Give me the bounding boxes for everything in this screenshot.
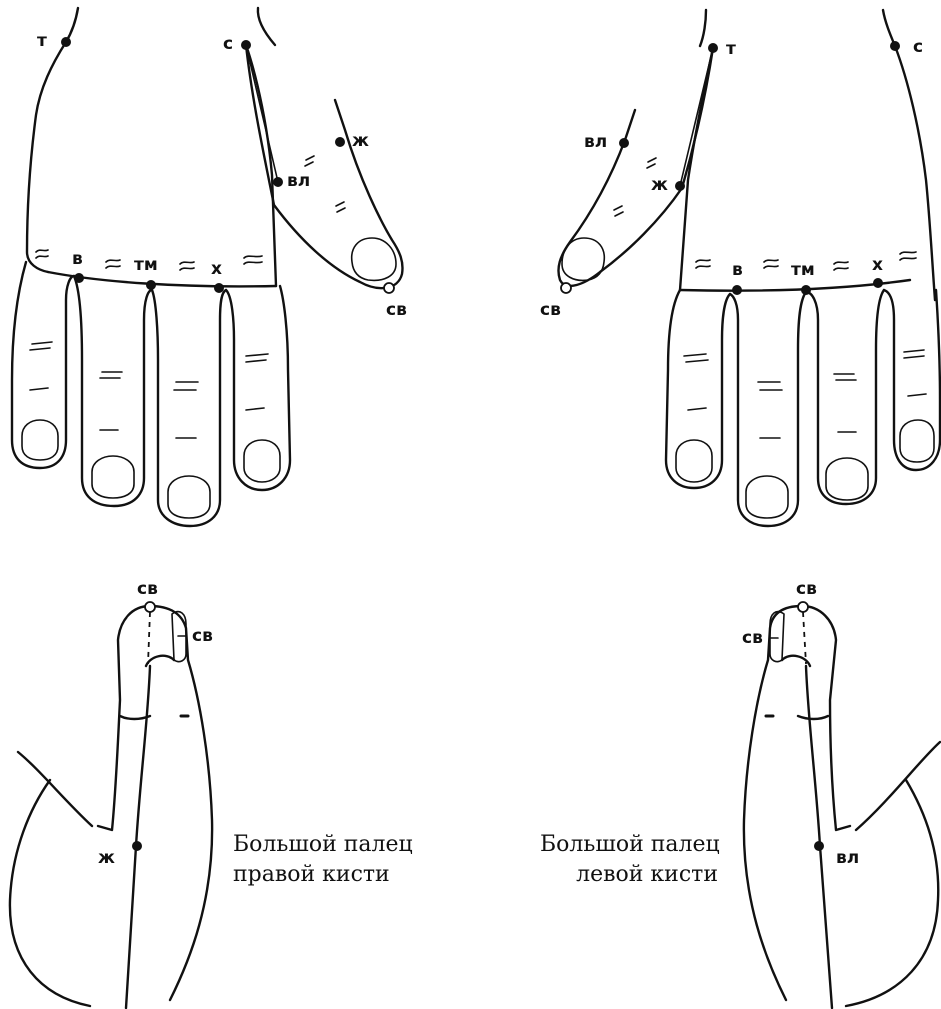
right-thumb-caption-line1: Большой палец — [233, 830, 413, 860]
right-thumb-detail-palm — [10, 752, 92, 1006]
right-point-sv-marker — [384, 283, 394, 293]
right-thumb-crease-2 — [336, 202, 345, 212]
right-thumb — [246, 45, 403, 288]
left-thumb-detail-dash — [803, 612, 806, 664]
left-hand: т с вл ж в тм х св — [540, 10, 940, 526]
left-hand-outline-right — [883, 10, 935, 300]
left-thumb-detail: св св вл — [742, 579, 940, 1008]
left-thumb-inner — [680, 48, 713, 186]
right-nail-ring — [168, 476, 210, 518]
right-point-t-marker — [61, 37, 71, 47]
left-thumb-label-sv-top: св — [796, 579, 817, 599]
right-thumb-caption-line2: правой кисти — [233, 860, 413, 890]
left-nail-little — [676, 440, 712, 482]
right-thumb-label-sv-top: св — [137, 579, 158, 599]
right-nail-index — [22, 420, 58, 460]
right-thumb-detail-outline — [98, 606, 212, 1000]
right-hand: т с ж вл в тм х св — [12, 8, 407, 526]
left-label-sv: св — [540, 300, 561, 320]
left-nail-index — [900, 420, 934, 462]
left-thumb-detail-palm — [846, 742, 940, 1006]
right-label-s: с — [223, 34, 233, 54]
right-label-zh: ж — [352, 131, 369, 151]
right-thumb-detail-nail-base — [146, 656, 174, 666]
right-finger-middle — [74, 276, 152, 506]
right-point-vl-marker — [273, 177, 283, 187]
right-thumb-detail-dash — [148, 612, 150, 664]
right-label-kh: х — [211, 259, 222, 279]
right-point-tm-marker — [146, 280, 156, 290]
left-point-zh-marker — [675, 181, 685, 191]
left-finger-ring — [730, 292, 806, 526]
left-point-t-marker — [708, 43, 718, 53]
left-thumb-caption-line1: Большой палец — [540, 830, 718, 860]
left-thumb-detail-outline — [744, 606, 850, 1000]
right-label-tm: тм — [134, 255, 158, 275]
left-wrist-top-line — [700, 10, 706, 46]
right-thumbnail — [352, 238, 396, 280]
left-thumb-label-vl: вл — [836, 848, 859, 868]
left-label-v: в — [732, 260, 743, 280]
right-wrist-top-line — [258, 8, 275, 45]
left-point-sv-marker — [561, 283, 571, 293]
right-thumb-point-sv-top-marker — [145, 602, 155, 612]
right-thumb-point-zh-marker — [132, 841, 142, 851]
right-label-v: в — [72, 249, 83, 269]
right-thumb-inner — [246, 45, 278, 182]
left-thumb-detail-midline — [806, 666, 832, 1008]
left-thumb-crease-2 — [614, 206, 623, 216]
right-label-vl: вл — [287, 171, 310, 191]
left-finger-middle — [806, 290, 884, 504]
right-label-sv: св — [386, 300, 407, 320]
right-hand-outline-left — [27, 8, 78, 272]
left-thumb-point-vl-marker — [814, 841, 824, 851]
left-label-vl: вл — [584, 132, 607, 152]
right-nail-middle — [92, 456, 134, 498]
left-point-kh-marker — [873, 278, 883, 288]
right-nail-little — [244, 440, 280, 482]
left-thumb-detail-nail-base — [782, 656, 810, 666]
left-thumb-caption: Большой палец левой кисти — [540, 830, 718, 890]
left-thumb-label-sv-side: св — [742, 628, 763, 648]
right-thumb-label-zh: ж — [98, 848, 115, 868]
right-thumb-detail: св св ж — [10, 579, 213, 1008]
right-thumb-detail-midline — [126, 666, 150, 1008]
left-label-tm: тм — [791, 260, 815, 280]
left-thumb-crease-1 — [647, 158, 656, 168]
right-point-s-marker — [241, 40, 251, 50]
right-thumb-caption: Большой палец правой кисти — [233, 830, 413, 890]
right-point-kh-marker — [214, 283, 224, 293]
left-thumb-caption-line2: левой кисти — [540, 860, 718, 890]
left-point-s-marker — [890, 41, 900, 51]
left-finger-index — [884, 290, 940, 470]
left-nail-middle — [826, 458, 868, 500]
left-thumb-point-sv-top-marker — [798, 602, 808, 612]
right-thumb-label-sv-side: св — [192, 626, 213, 646]
left-point-tm-marker — [801, 285, 811, 295]
left-point-v-marker — [732, 285, 742, 295]
right-label-t: т — [37, 31, 47, 51]
left-label-s: с — [913, 37, 923, 57]
left-thumb-detail-inner — [798, 716, 828, 719]
right-point-zh-marker — [335, 137, 345, 147]
right-finger-ring — [152, 290, 226, 526]
left-label-zh: ж — [651, 175, 668, 195]
left-point-vl-marker — [619, 138, 629, 148]
left-label-t: т — [726, 39, 736, 59]
left-hand-outline-left — [680, 48, 713, 290]
left-nail-ring — [746, 476, 788, 518]
right-point-v-marker — [74, 273, 84, 283]
right-thumb-crease-1 — [305, 156, 314, 166]
left-label-kh: х — [872, 255, 883, 275]
